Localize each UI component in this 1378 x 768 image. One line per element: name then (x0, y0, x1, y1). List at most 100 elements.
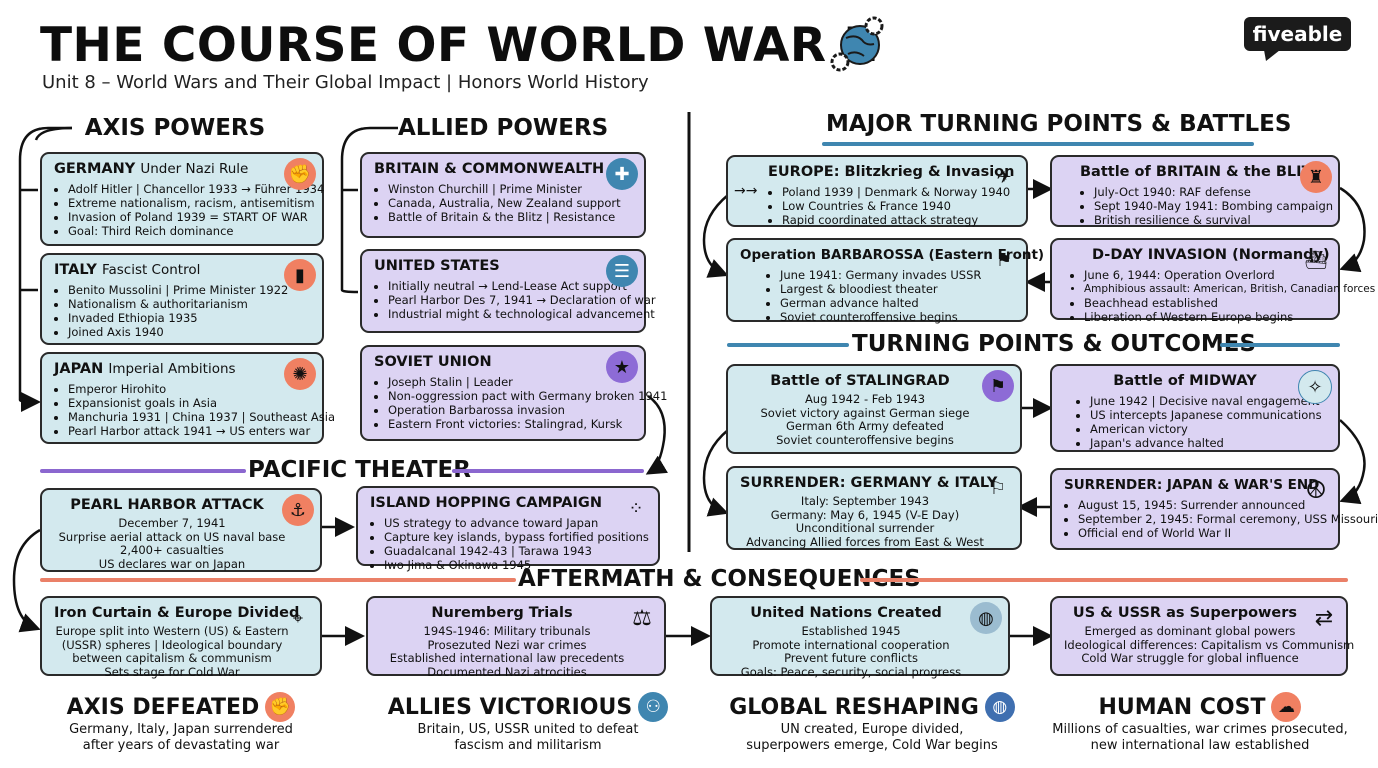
allies-victorious-summary: ALLIES VICTORIOUS⚇ Britain, US, USSR uni… (380, 692, 676, 754)
landing-craft-icon: ⛴ (1304, 249, 1328, 271)
list-item: Invaded Ethiopia 1935 (68, 311, 312, 325)
list-item: American victory (1090, 422, 1328, 436)
us-flag-icon: ☰ (606, 255, 638, 287)
list-item: Rapid coordinated attack strategy (782, 213, 1016, 227)
list-item: September 2, 1945: Formal ceremony, USS … (1078, 512, 1378, 526)
list-item: Soviet counteroffensive begins (780, 310, 1016, 324)
text-line: Italy: September 1943 (800, 494, 930, 508)
page-subtitle: Unit 8 – World Wars and Their Global Imp… (42, 72, 649, 93)
soviet-flag-icon: ⚑ (982, 370, 1014, 402)
rising-sun-icon: ✺ (284, 358, 316, 390)
text-line: Documented Nazi atrocities (427, 664, 587, 679)
list-item: Non-oggression pact with Germany broken … (388, 389, 667, 403)
list-item: Japan's advance halted (1090, 436, 1328, 450)
list-item: Liberation of Western Europe begins (1084, 310, 1328, 324)
united-nations-title: United Nations Created (750, 605, 942, 621)
text-line: Cold War struggle for global influence (1081, 651, 1299, 665)
raised-fist-icon: ✊ (284, 158, 316, 190)
summary-line: Britain, US, USSR united to defeat (417, 722, 639, 737)
germany-card: GERMANY Under Nazi Rule ✊ Adolf Hitler |… (40, 152, 324, 246)
fist-icon: ✊ (265, 692, 296, 722)
human-cost-title: HUMAN COST☁ (1052, 692, 1348, 722)
list-item: Nationalism & authoritarianism (68, 297, 312, 311)
tank-arrows-icon: →→ (734, 183, 758, 199)
germany-title: GERMANY Under Nazi Rule (54, 161, 249, 177)
list-item: Capture key islands, bypass fortified po… (384, 530, 649, 544)
list-item: Goal: Third Reich dominance (68, 224, 312, 238)
text-line: Prosezuted Nezi war crimes (427, 637, 587, 652)
italy-title: ITALY Fascist Control (54, 262, 201, 278)
text-line: Ideological differences: Capitalism vs C… (1064, 637, 1355, 652)
surrender-germany-italy-card: SURRENDER: GERMANY & ITALY ⚐ Italy: Sept… (726, 466, 1022, 550)
list-item: Low Countries & France 1940 (782, 199, 1016, 213)
list-item: Poland 1939 | Denmark & Norway 1940 (782, 185, 1016, 199)
axis-defeated-summary: AXIS DEFEATED✊ Germany, Italy, Japan sur… (40, 692, 322, 754)
list-item: Operation Barbarossa invasion (388, 403, 634, 417)
list-item: Largest & bloodiest theater (780, 282, 1016, 296)
compass-icon: ✧ (1298, 370, 1332, 404)
axis-defeated-title: AXIS DEFEATED✊ (40, 692, 322, 722)
list-item: August 15, 1945: Surrender announced (1078, 498, 1328, 512)
list-item: Adolf Hitler | Chancellor 1933 → Führer … (68, 182, 324, 196)
un-globe-icon: ◍ (984, 692, 1015, 722)
summary-line: Germany, Italy, Japan surrendered (69, 722, 293, 737)
axis-powers-heading: AXIS POWERS (84, 115, 266, 141)
list-item: Expansionist goals in Asia (68, 396, 312, 410)
allied-powers-heading: ALLIED POWERS (398, 115, 609, 141)
shuffle-icon: ⇄ (1314, 605, 1334, 631)
global-reshaping-title: GLOBAL RESHAPING◍ (724, 692, 1020, 722)
warship-icon: ⚓ (282, 494, 314, 526)
list-item: Initially neutral → Lend-Lease Act suppo… (388, 279, 634, 293)
list-item: Beachhead established (1084, 296, 1328, 310)
text-line: Germany: May 6, 1945 (V-E Day) (770, 507, 960, 522)
text-line: Advancing Allied forces from East & West (746, 534, 984, 549)
text-line: between capitalism & communism (72, 651, 272, 665)
iron-curtain-title: Iron Curtain & Europe Divided (54, 605, 300, 621)
turning-points-rule (822, 142, 1254, 146)
battle-of-britain-card: Battle of BRITAIN & the BLITZ ♜ July-Oct… (1050, 155, 1340, 227)
global-reshaping-summary: GLOBAL RESHAPING◍ UN created, Europe div… (724, 692, 1020, 754)
blitzkrieg-icon: ✈ (996, 166, 1012, 188)
list-item: Invasion of Poland 1939 = START OF WAR (68, 210, 312, 224)
summary-line: Millions of casualties, war crimes prose… (1052, 722, 1348, 737)
list-item: US intercepts Japanese communications (1090, 408, 1328, 422)
stalingrad-title: Battle of STALINGRAD (770, 373, 950, 389)
surrender-japan-title: SURRENDER: JAPAN & WAR'S END (1064, 477, 1320, 493)
summary-line: after years of devastating war (82, 738, 280, 753)
aftermath-rule-right (860, 578, 1348, 582)
soviet-union-title: SOVIET UNION (374, 354, 492, 370)
text-line: 194S-1946: Military tribunals (423, 624, 591, 638)
flag-icon: ⚑ (995, 249, 1013, 271)
midway-card: Battle of MIDWAY ✧ June 1942 | Decisive … (1050, 364, 1340, 452)
outcomes-rule-right (1220, 343, 1340, 347)
outcomes-heading: TURNING POINTS & OUTCOMES (852, 331, 1257, 357)
soviet-star-icon: ★ (606, 351, 638, 383)
allies-victorious-title: ALLIES VICTORIOUS⚇ (380, 692, 676, 722)
union-jack-icon: ✚ (606, 158, 638, 190)
list-item: Sept 1940-May 1941: Bombing campaign (1094, 199, 1333, 213)
outcomes-rule-left (727, 343, 849, 347)
logo-speech-tail (1264, 50, 1280, 61)
surrender-germany-italy-title: SURRENDER: GERMANY & ITALY (740, 475, 998, 491)
united-nations-card: United Nations Created ◍ Established 194… (710, 596, 1010, 678)
text-line: Soviet victory against German siege (760, 405, 970, 420)
list-item: Joseph Stalin | Leader (388, 375, 634, 389)
list-item: Eastern Front victories: Stalingrad, Kur… (388, 417, 634, 431)
list-item: British resilience & survival (1094, 213, 1328, 227)
mushroom-cloud-icon: ☁ (1271, 692, 1302, 722)
list-item: Canada, Australia, New Zealand support (388, 196, 634, 210)
gavel-icon: ⚖ (632, 605, 652, 631)
list-item: Pearl Harbor attack 1941 → US enters war (68, 424, 312, 438)
fiveable-logo: fiveable (1244, 17, 1351, 51)
summary-line: new international law established (1090, 738, 1310, 753)
island-hopping-card: ISLAND HOPPING CAMPAIGN ⁘ US strategy to… (356, 486, 660, 572)
text-line: (USSR) spheres | Ideological boundary (61, 637, 283, 652)
islands-icon: ⁘ (628, 497, 644, 519)
nuremberg-trials-card: Nuremberg Trials ⚖ 194S-1946: Military t… (366, 596, 666, 678)
britain-title: BRITAIN & COMMONWEALTH (374, 161, 605, 177)
island-hopping-title: ISLAND HOPPING CAMPAIGN (370, 495, 602, 511)
summary-line: fascism and militarism (454, 738, 602, 753)
list-item: Winston Churchill | Prime Minister (388, 182, 634, 196)
pacific-rule-left (40, 469, 246, 473)
text-line: Goals: Peace, security, social progress (740, 664, 962, 679)
